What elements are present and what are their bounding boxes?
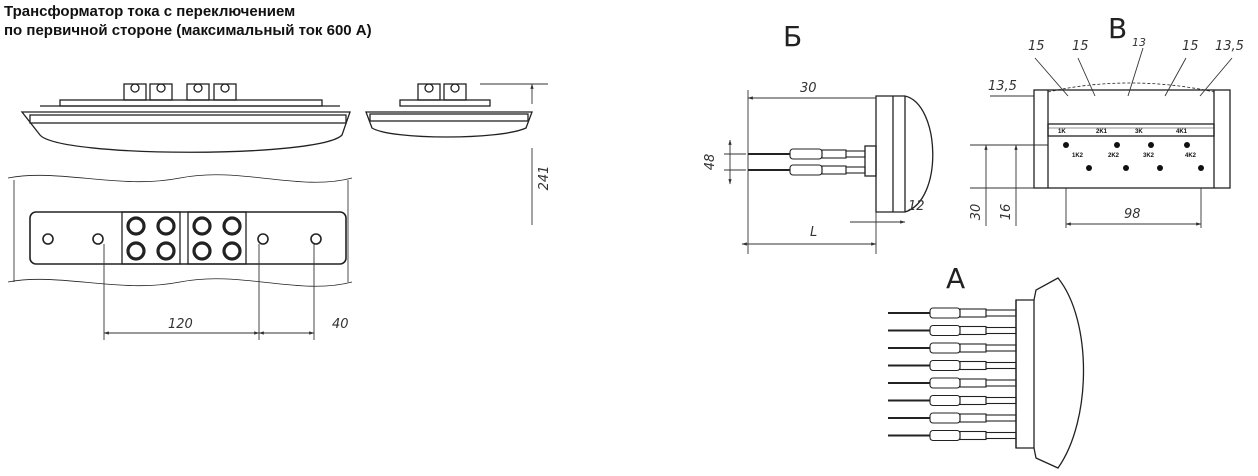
terminal-group-right: [187, 211, 247, 265]
side-dimensions: [480, 83, 548, 225]
lead-part: [959, 360, 987, 371]
lead-part: [985, 361, 1017, 370]
lead-part: [985, 326, 1017, 335]
terminal-group-left: [121, 211, 181, 265]
lead-part: [929, 412, 961, 424]
lead-part: [959, 308, 987, 318]
lead-part: [929, 429, 961, 442]
dim-v-16: 16: [999, 204, 1014, 221]
terminal-nut: [156, 83, 166, 93]
view-v-dimensions: [970, 47, 1233, 228]
lead-part: [959, 378, 987, 388]
lead-part: [985, 379, 1017, 387]
lead-part: [985, 414, 1017, 422]
view-v: [1033, 82, 1231, 189]
terminal-nut: [193, 83, 203, 93]
lead-part: [985, 431, 1017, 440]
plan-dimensions: [103, 244, 315, 340]
dim-v-15-1: 15: [1028, 39, 1045, 54]
terminal-label: 2K1: [1096, 129, 1108, 135]
terminal-nut: [156, 241, 176, 261]
lead-part: [929, 342, 961, 354]
mounting-hole: [257, 233, 269, 245]
terminal-nut: [130, 83, 140, 93]
dim-b-30: 30: [800, 81, 817, 96]
terminal-nut: [220, 83, 230, 93]
terminal-nut: [126, 216, 146, 236]
lead-part: [985, 344, 1017, 352]
lead-part: [959, 395, 987, 406]
title-line-1: Трансформатор тока с переключением: [4, 3, 296, 20]
view-label-a: А: [946, 262, 965, 295]
drawing-title: Трансформатор тока с переключением по пе…: [4, 2, 372, 40]
terminal-nut: [192, 216, 212, 236]
lead-part: [959, 413, 987, 423]
lead-part: [929, 324, 961, 337]
lead-part: [929, 377, 961, 389]
dim-v-13-5-right: 13,5: [1215, 39, 1244, 54]
dim-v-15-3: 15: [1182, 39, 1199, 54]
terminal-nut: [222, 241, 242, 261]
mounting-hole: [92, 233, 104, 245]
terminal-nut: [192, 241, 212, 261]
front-view: [7, 83, 353, 287]
title-line-2: по первичной стороне (максимальный ток 6…: [4, 22, 372, 39]
mounting-hole: [42, 233, 54, 245]
lead-part: [929, 359, 961, 372]
dim-120: 120: [168, 317, 193, 332]
lead-part: [929, 307, 961, 319]
view-b-dimensions: [724, 90, 906, 254]
dim-b-L: L: [810, 225, 817, 240]
view-a-leads: [888, 307, 1017, 442]
dim-b-12: 12: [908, 199, 925, 214]
terminal-label: 3K2: [1143, 153, 1155, 159]
view-v-terminal-dots: [1063, 142, 1204, 171]
housing-lid: [29, 114, 347, 124]
view-b: [748, 95, 934, 213]
dim-v-98: 98: [1124, 207, 1141, 222]
housing-front: [20, 111, 351, 153]
terminal-label: 3K: [1135, 129, 1143, 135]
view-label-v: В: [1108, 12, 1127, 45]
lead-part: [985, 309, 1017, 317]
dim-v-15-2: 15: [1072, 39, 1089, 54]
terminal-label: 4K2: [1185, 153, 1197, 159]
lead-part: [959, 325, 987, 336]
side-view: [365, 83, 533, 138]
plan-view: [29, 211, 347, 265]
mounting-hole: [310, 233, 322, 245]
dim-v-30: 30: [969, 204, 984, 221]
dim-241: 241: [537, 166, 552, 191]
terminal-label: 4K1: [1176, 129, 1188, 135]
dim-40: 40: [332, 317, 349, 332]
bus-bar: [59, 99, 323, 107]
lead-part: [929, 394, 961, 407]
terminal-label: 2K2: [1108, 153, 1120, 159]
view-label-b: Б: [783, 20, 802, 53]
terminal-label: 1K: [1058, 129, 1066, 135]
dim-v-13-5-left: 13,5: [988, 79, 1017, 94]
view-label-v-subscript: 13: [1132, 36, 1146, 49]
terminal-nut: [222, 216, 242, 236]
terminal-label: 1K2: [1072, 153, 1084, 159]
dim-b-48: 48: [703, 154, 718, 171]
lead-part: [985, 396, 1017, 405]
lead-part: [959, 343, 987, 353]
terminal-nut: [156, 216, 176, 236]
view-a: [1015, 277, 1085, 469]
terminal-nut: [126, 241, 146, 261]
lead-part: [959, 430, 987, 441]
